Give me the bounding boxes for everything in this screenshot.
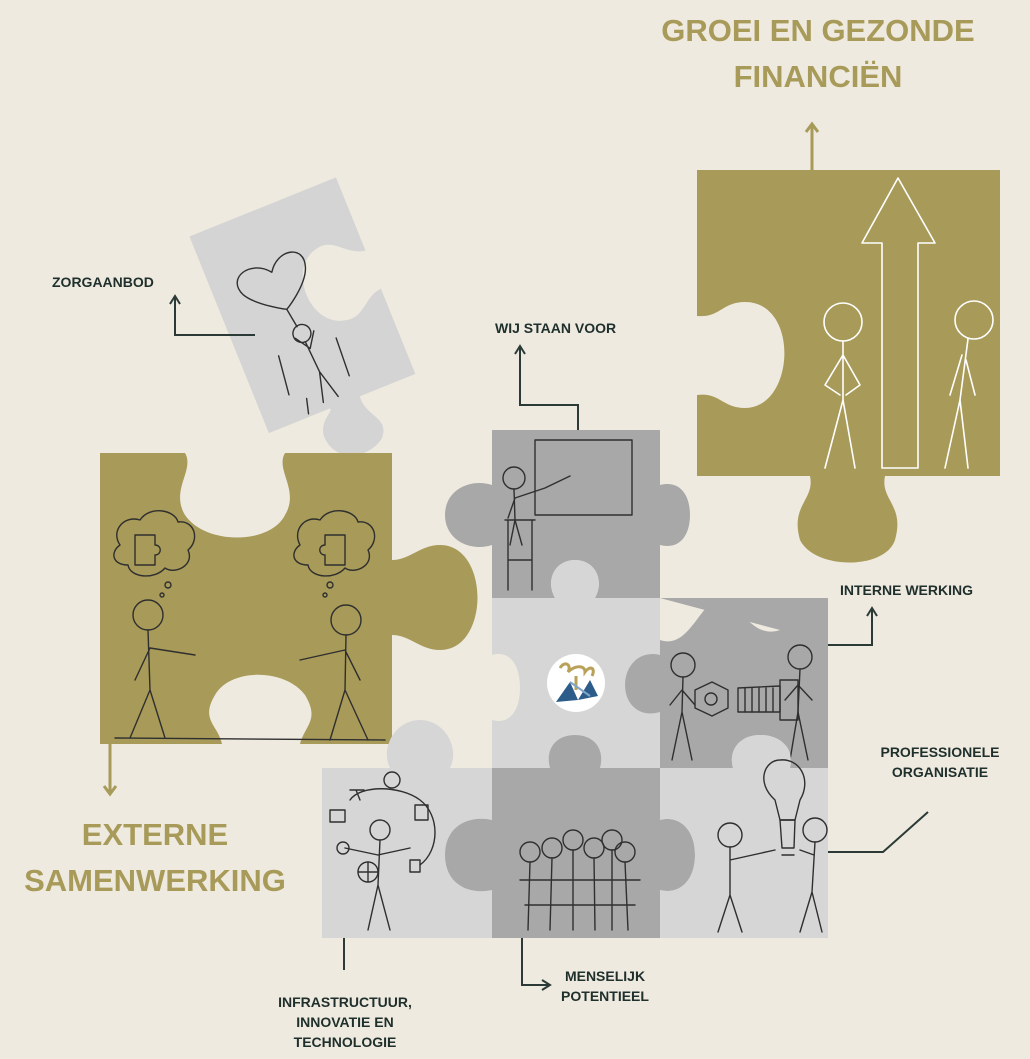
growth-heading-line-2: FINANCIËN [733,59,903,94]
infrastructure-label-line-3: TECHNOLOGIE [293,1034,397,1050]
idea-puzzle-icon [113,510,386,741]
human-connector [521,938,552,991]
care-connector [169,294,255,336]
human-puzzle-piece [445,735,695,938]
external-heading-line-2: SAMENWERKING [24,863,286,898]
infrastructure-puzzle-piece [322,720,492,938]
mission-puzzle-piece [445,430,690,598]
internal-puzzle-piece [625,598,828,768]
logo-icon [547,654,605,712]
teacher-board-icon [502,439,633,591]
infrastructure-label-line-2: INNOVATIE EN [296,1014,394,1030]
mission-label: WIJ STAAN VOOR [495,320,617,336]
mission-connector [514,344,579,430]
care-puzzle-piece [189,177,416,456]
internal-label: INTERNE WERKING [840,582,973,598]
external-connector [102,744,118,797]
external-heading-line-1: EXTERNE [81,817,229,852]
bolt-nut-icon [669,644,813,761]
growth-arrow-icon [823,177,994,469]
growth-puzzle-piece [697,170,1000,563]
professional-label: PROFESSIONELE ORGANISATIE [860,742,1020,782]
multitask-icon [329,771,436,931]
professional-label-line-1: PROFESSIONELE [880,744,1000,760]
heart-balloon-icon [236,251,350,415]
growth-heading-line-1: GROEI EN GEZONDE [661,13,975,48]
internal-connector [828,606,878,646]
infrastructure-label-line-1: INFRASTRUCTUUR, [278,994,412,1010]
growth-connector [804,121,820,170]
lightbulb-icon [717,759,828,933]
logo-puzzle-piece [492,560,660,768]
infrastructure-label: INFRASTRUCTUUR, INNOVATIE EN TECHNOLOGIE [270,992,420,1052]
human-label-line-1: MENSELIJK [564,968,646,984]
external-heading: EXTERNE SAMENWERKING [0,812,310,904]
professional-connector [828,811,929,853]
care-label: ZORGAANBOD [52,274,154,290]
human-label-line-2: POTENTIEEL [561,988,649,1004]
human-label: MENSELIJK POTENTIEEL [550,966,660,1006]
growth-heading: GROEI EN GEZONDE FINANCIËN [628,8,1008,100]
external-puzzle-piece [100,453,478,744]
crowd-icon [519,829,641,931]
professional-puzzle-piece [660,735,828,938]
professional-label-line-2: ORGANISATIE [891,764,989,780]
